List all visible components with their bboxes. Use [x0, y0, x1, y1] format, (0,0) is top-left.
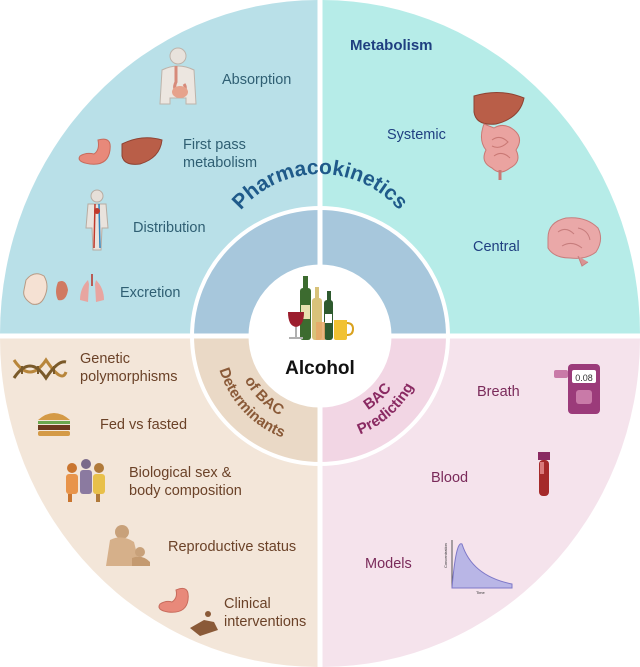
mother-child-icon: [106, 525, 150, 566]
metabolism-title: Metabolism: [350, 37, 433, 54]
liver-icon: [121, 137, 163, 165]
liver-intestine-icon: [473, 92, 525, 180]
absorption-label: Absorption: [222, 72, 291, 88]
blood-tube-icon: [538, 452, 550, 496]
genetic-label-1: Genetic: [80, 351, 130, 367]
sex-label-2: body composition: [129, 483, 242, 499]
breathalyzer-readout: 0.08: [575, 373, 593, 383]
gi-body-icon: [159, 47, 197, 105]
first-pass-label-2: metabolism: [183, 155, 257, 171]
people-icon: [66, 459, 105, 502]
blood-label: Blood: [431, 470, 468, 486]
systemic-label: Systemic: [387, 127, 446, 143]
lungs-icon: [80, 274, 104, 302]
clinical-label-2: interventions: [224, 614, 306, 630]
central-label: Central: [473, 239, 520, 255]
first-pass-label-1: First pass: [183, 137, 246, 153]
brain-icon: [547, 217, 602, 267]
models-label: Models: [365, 556, 412, 572]
breathalyzer-icon: 0.08: [554, 364, 600, 414]
concentration-graph-icon: Concentration Time: [443, 540, 513, 595]
sex-label-1: Biological sex &: [129, 465, 232, 481]
genetic-label-2: polymorphisms: [80, 369, 178, 385]
reproductive-label: Reproductive status: [168, 539, 296, 555]
graph-ylabel: Concentration: [443, 543, 448, 568]
stomach-icon: [78, 138, 111, 165]
center-label: Alcohol: [285, 358, 355, 379]
clinical-label-1: Clinical: [224, 596, 271, 612]
excretion-label: Excretion: [120, 285, 180, 301]
burger-icon: [38, 413, 70, 436]
circulation-body-icon: [85, 189, 109, 251]
fed-label: Fed vs fasted: [100, 417, 187, 433]
kidney-icon: [56, 281, 68, 301]
head-icon: [23, 273, 48, 305]
stomach-hand-icon: [158, 587, 218, 636]
dna-icon: [12, 357, 68, 381]
distribution-label: Distribution: [133, 220, 206, 236]
graph-xlabel: Time: [476, 590, 486, 595]
breath-label: Breath: [477, 384, 520, 400]
alcohol-bottles-icon: [288, 276, 355, 340]
